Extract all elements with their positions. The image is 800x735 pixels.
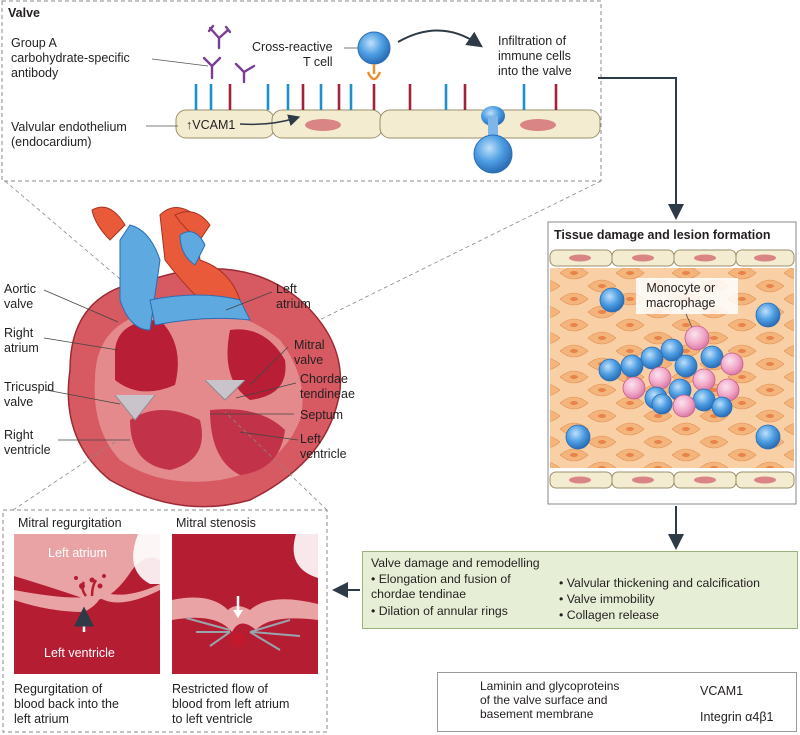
septum-label: Septum	[300, 408, 344, 422]
stenosis-title: Mitral stenosis	[176, 516, 256, 530]
mitral-valve-label: Mitral valve	[294, 338, 325, 367]
heart-illustration	[67, 206, 342, 508]
antibody-leader	[151, 58, 209, 67]
regurgitation-image	[14, 534, 160, 674]
tissue-title: Tissue damage and lesion formation	[554, 228, 771, 242]
stenosis-caption: Restricted flow of blood from left atriu…	[172, 682, 290, 726]
remodelling-right-1: • Valvular thickening and calcification	[559, 576, 760, 590]
valvular-endothelium	[175, 109, 601, 139]
regurgitation-title: Mitral regurgitation	[18, 516, 122, 530]
t-cell-arrow	[397, 29, 483, 48]
stenosis-image	[172, 534, 318, 674]
right-atrium-label: Right atrium	[4, 326, 39, 355]
antibody-label: Group A carbohydrate-specific antibody	[11, 36, 130, 80]
legend-integrin: Integrin α4β1	[700, 710, 774, 724]
mitral-panel-border	[2, 509, 328, 733]
legend-box	[437, 672, 797, 732]
transmigrating-cell	[473, 106, 513, 174]
mitral-guide-right	[224, 411, 328, 511]
vcam-arrow	[239, 114, 301, 126]
tricuspid-valve-label: Tricuspid valve	[4, 380, 55, 409]
remodelling-title: Valve damage and remodelling	[371, 556, 540, 570]
antibody-icons	[202, 24, 256, 84]
endothelium-label: Valvular endothelium (endocardium)	[11, 120, 127, 149]
monocyte-label-bg	[636, 278, 738, 314]
infiltration-label: Infiltration of immune cells into the va…	[498, 34, 572, 78]
chordae-label: Chordae tendineae	[300, 372, 355, 401]
tcell-label: Cross-reactive T cell	[252, 40, 333, 69]
valve-panel-border	[1, 0, 602, 182]
remodelling-right-3: • Collagen release	[559, 608, 660, 622]
valve-title: Valve	[8, 6, 40, 20]
left-ventricle-label: Left ventricle	[300, 432, 347, 461]
mitral-guide-left	[12, 439, 119, 511]
aortic-valve-label: Aortic valve	[4, 282, 36, 311]
heart-leaders	[43, 289, 299, 441]
remodelling-box: Valve damage and remodelling • Elongatio…	[362, 551, 798, 629]
regurgitation-caption: Regurgitation of blood back into the lef…	[14, 682, 119, 726]
right-ventricle-label: Right ventricle	[4, 428, 51, 457]
legend-vcam: VCAM1	[700, 684, 744, 698]
legend-laminin: Laminin and glycoproteins of the valve s…	[480, 679, 620, 721]
surface-receptors	[194, 84, 558, 110]
remodelling-left-2: • Dilation of annular rings	[371, 604, 508, 618]
t-cell	[357, 31, 391, 81]
remodelling-left-1: • Elongation and fusion of chordae tendi…	[371, 572, 511, 601]
regurgitation-left-ventricle: Left ventricle	[44, 646, 115, 660]
remodelling-right-2: • Valve immobility	[559, 592, 655, 606]
tissue-endothelium-top	[549, 249, 795, 267]
valve-to-tissue-arrow	[598, 77, 684, 220]
monocyte-label: Monocyte or macrophage	[646, 281, 716, 310]
tissue-endothelium-bottom	[549, 471, 795, 489]
regurgitation-left-atrium: Left atrium	[48, 546, 108, 560]
vcam-label: ↑VCAM1	[186, 118, 236, 132]
immune-cell-cluster	[565, 287, 781, 450]
left-atrium-label: Left atrium	[276, 282, 311, 311]
